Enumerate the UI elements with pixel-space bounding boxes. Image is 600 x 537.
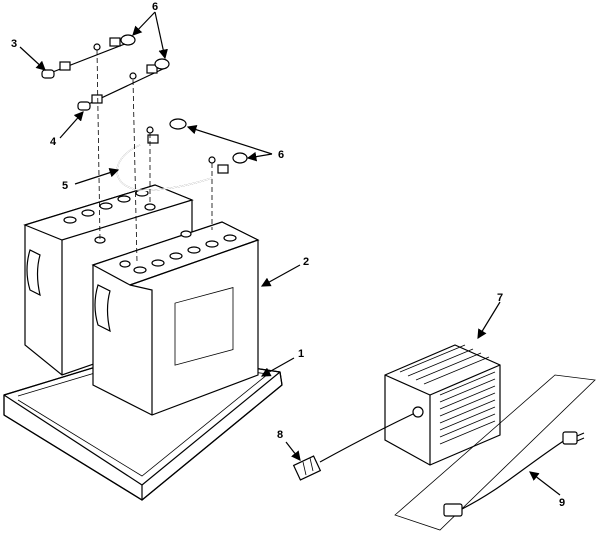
callout-leaders <box>19 11 561 496</box>
assembly-lines <box>96 49 213 263</box>
callout-9: 9 <box>559 497 565 509</box>
callout-7: 7 <box>497 292 503 304</box>
callout-3: 3 <box>11 38 17 50</box>
callout-8: 8 <box>277 429 283 441</box>
power-cord <box>394 374 596 531</box>
callout-6-right: 6 <box>278 149 284 161</box>
battery-charger <box>384 344 501 466</box>
cable-4 <box>77 58 170 111</box>
callout-2: 2 <box>303 256 309 268</box>
cable-5 <box>116 118 248 192</box>
callout-5: 5 <box>62 180 68 192</box>
cable-3 <box>41 34 136 79</box>
callout-4: 4 <box>50 136 57 148</box>
callout-6-top: 6 <box>152 1 158 13</box>
battery-front <box>91 221 260 416</box>
charger-dc-cable <box>292 413 414 481</box>
callout-1: 1 <box>298 348 304 360</box>
